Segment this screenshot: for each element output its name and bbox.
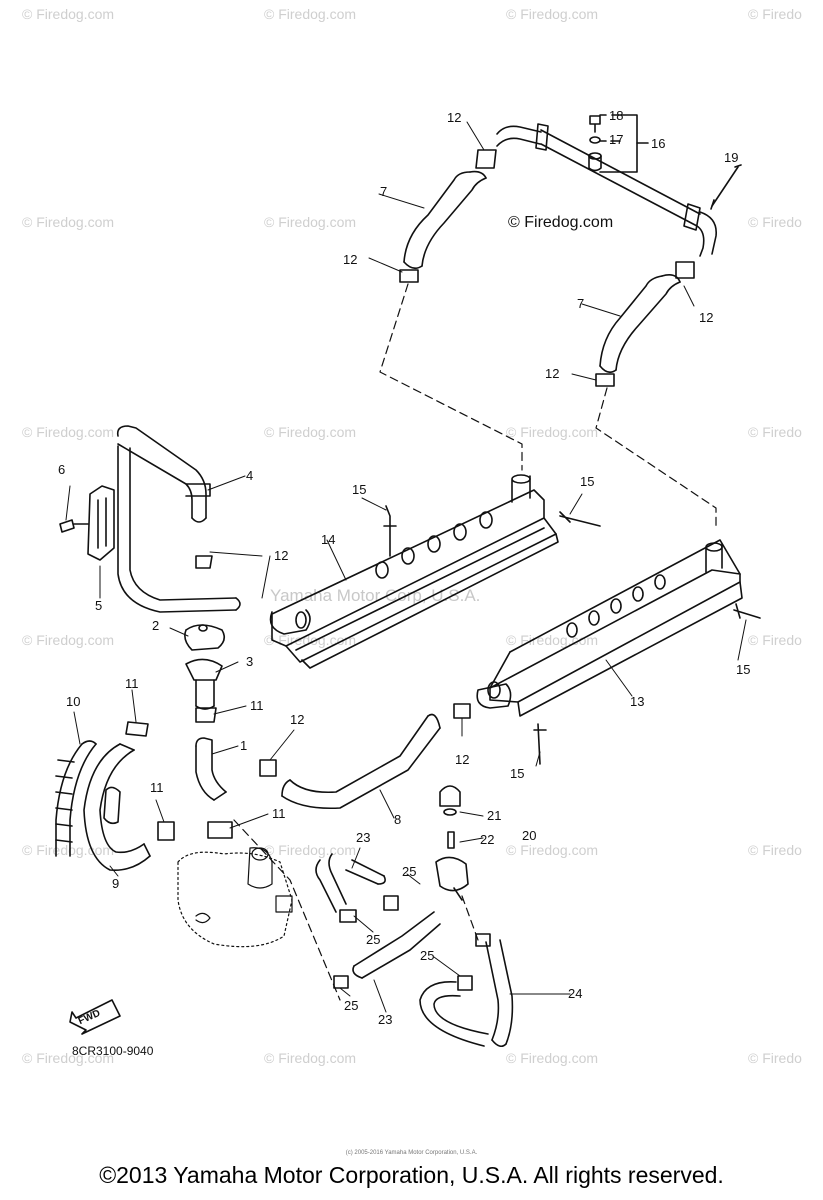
callout-25: 25: [366, 932, 381, 947]
upper-coolant-pipe: [496, 114, 742, 257]
callout-7: 7: [577, 296, 585, 311]
callout-12: 12: [699, 310, 714, 325]
fwd-arrow: [69, 999, 121, 1035]
callout-12: 12: [545, 366, 560, 381]
hose-8: [259, 703, 471, 810]
callout-12: 12: [447, 110, 462, 125]
watermark: © Firedog.com: [264, 842, 357, 858]
dashed-connection-lines: [233, 283, 717, 1001]
pipe-4: [116, 425, 241, 613]
callout-11: 11: [272, 806, 286, 821]
tiny-copyright: (c) 2005-2016 Yamaha Motor Corporation, …: [345, 1150, 478, 1156]
watermark: © Firedo: [748, 632, 802, 648]
callout-16: 16: [651, 136, 666, 151]
watermark: © Firedo: [748, 842, 802, 858]
hose-7-right: [595, 261, 695, 387]
hose-23-lower: [333, 911, 441, 989]
callout-5: 5: [95, 598, 103, 613]
callout-7: 7: [380, 184, 388, 199]
watermark: © Firedo: [748, 1050, 802, 1066]
callout-8: 8: [394, 812, 402, 827]
callout-25: 25: [420, 948, 435, 963]
callout-9: 9: [112, 876, 120, 891]
watermark: © Firedo: [748, 6, 802, 22]
callout-12: 12: [343, 252, 358, 267]
callout-15: 15: [736, 662, 751, 677]
water-pump-housing: [177, 847, 293, 948]
callout-18: 18: [609, 108, 624, 123]
watermark: © Firedog.com: [506, 842, 599, 858]
callout-4: 4: [246, 468, 254, 483]
hose-1: [195, 737, 233, 839]
callout-14: 14: [321, 532, 336, 547]
hose-9: [83, 721, 175, 872]
callout-11: 11: [125, 676, 139, 691]
callout-3: 3: [246, 654, 254, 669]
callout-17: 17: [609, 132, 624, 147]
callout-10: 10: [66, 694, 81, 709]
watermark: © Firedo: [748, 424, 802, 440]
watermark: © Firedog.com: [22, 424, 115, 440]
bracket-5: [59, 485, 115, 561]
callout-20: 20: [522, 828, 537, 843]
footer-copyright: ©2013 Yamaha Motor Corporation, U.S.A. A…: [99, 1162, 724, 1188]
hose-10-coiled: [55, 740, 97, 857]
callout-21: 21: [487, 808, 502, 823]
filler-cap-assembly: [435, 785, 469, 901]
thermostat-housing: [184, 555, 226, 723]
watermark: © Firedo: [748, 214, 802, 230]
callout-19: 19: [724, 150, 739, 165]
watermark: © Firedog.com: [264, 214, 357, 230]
hose-23-upper: [315, 853, 399, 923]
watermark: © Firedog.com: [22, 632, 115, 648]
bolts: [383, 505, 761, 765]
callout-24: 24: [568, 986, 583, 1001]
callout-25: 25: [344, 998, 359, 1013]
watermark: © Firedog.com: [264, 1050, 357, 1066]
diagram-code: 8CR3100-9040: [72, 1044, 154, 1058]
callout-12: 12: [274, 548, 289, 563]
watermark: © Firedog.com: [264, 424, 357, 440]
callout-11: 11: [150, 780, 164, 795]
callout-12: 12: [290, 712, 305, 727]
callout-1: 1: [240, 738, 248, 753]
watermark: © Firedog.com: [22, 214, 115, 230]
watermark: © Firedog.com: [22, 6, 115, 22]
callout-2: 2: [152, 618, 160, 633]
callout-25: 25: [402, 864, 417, 879]
callout-15: 15: [580, 474, 595, 489]
callout-13: 13: [630, 694, 645, 709]
callout-23: 23: [356, 830, 371, 845]
hose-24: [419, 933, 514, 1048]
watermark: © Firedog.com: [264, 6, 357, 22]
callout-6: 6: [58, 462, 66, 477]
callout-23: 23: [378, 1012, 393, 1027]
watermark: © Firedog.com: [506, 424, 599, 440]
watermark: © Firedog.com: [22, 1050, 115, 1066]
radiator-13: [476, 539, 743, 717]
callout-11: 11: [250, 698, 264, 713]
callout-15: 15: [510, 766, 525, 781]
firedog-watermark: © Firedog.com: [508, 214, 614, 231]
callout-15: 15: [352, 482, 367, 497]
leader-lines: [65, 121, 747, 1013]
watermark: © Firedog.com: [506, 1050, 599, 1066]
hose-7-left: [399, 149, 497, 283]
callout-12: 12: [455, 752, 470, 767]
callout-22: 22: [480, 832, 495, 847]
radiator-14: [269, 474, 559, 669]
watermark: © Firedog.com: [506, 6, 599, 22]
watermark: © Firedog.com: [264, 632, 357, 648]
